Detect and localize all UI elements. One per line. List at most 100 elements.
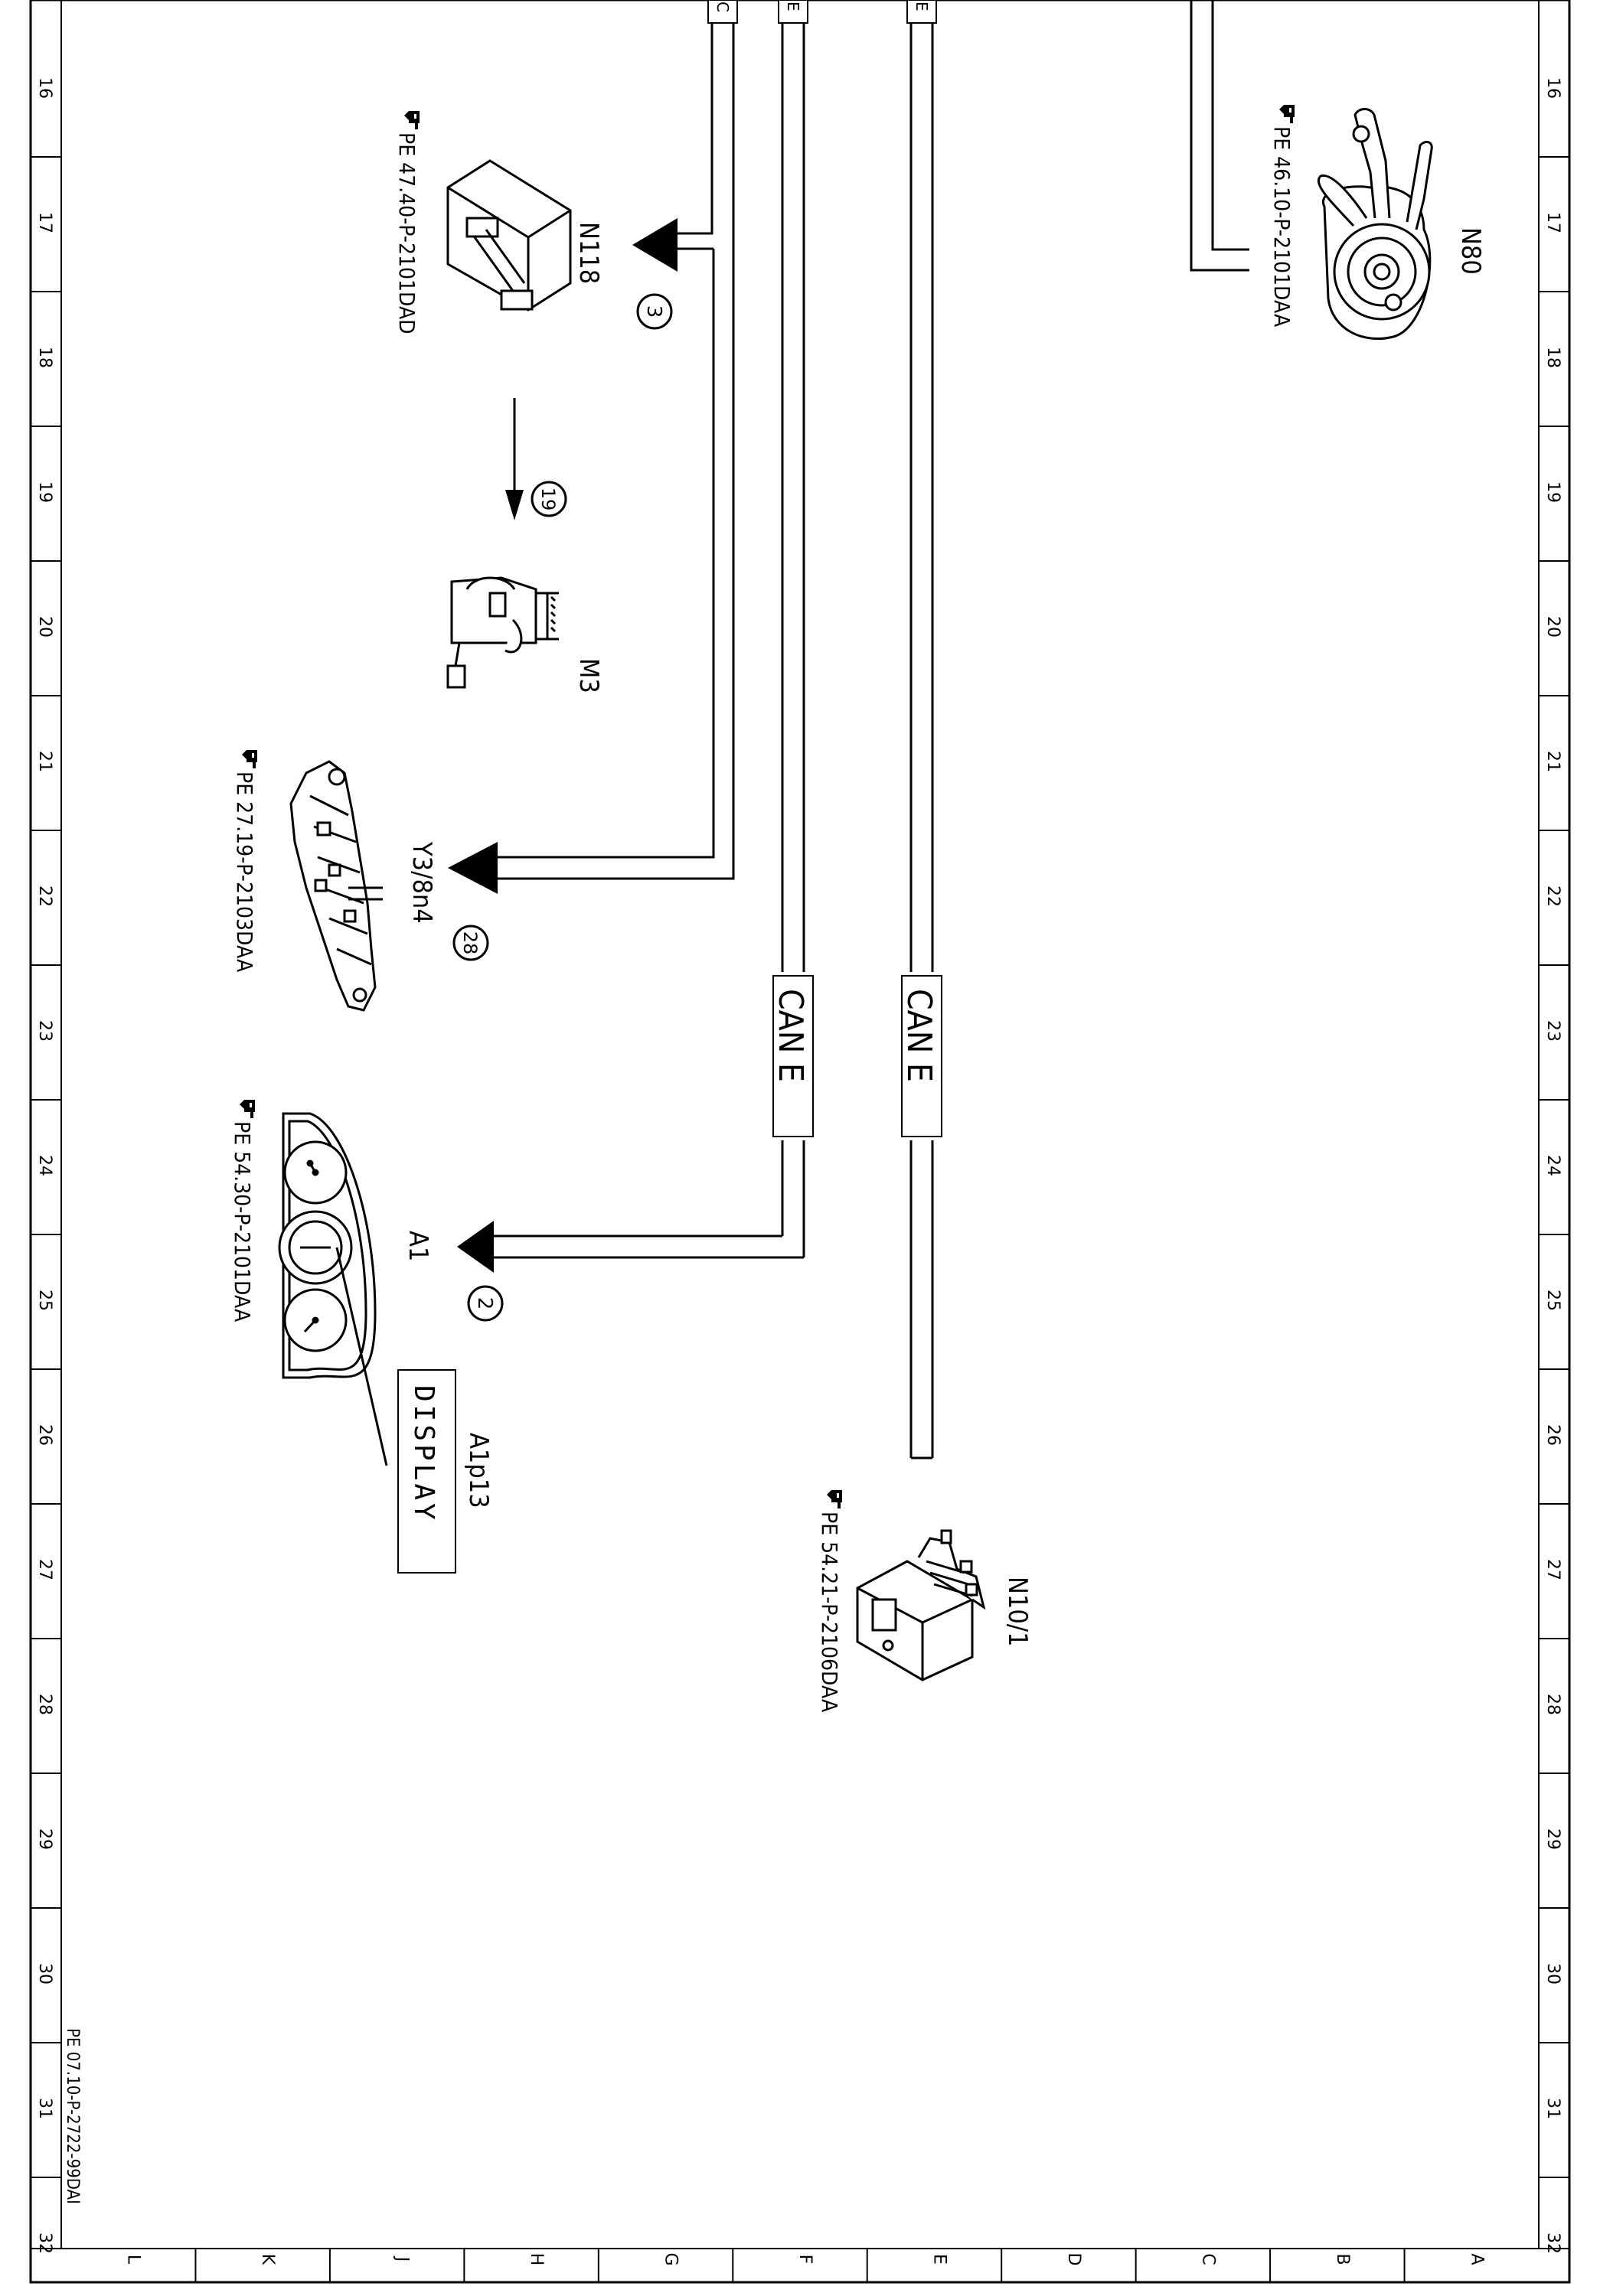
component-designation: N10/1 (1002, 1577, 1033, 1647)
svg-text:CAN E: CAN E (771, 989, 810, 1082)
arrow-n118-to-m3 (505, 398, 524, 520)
row-number: 21 (1543, 751, 1562, 772)
arrow-head-icon (457, 1221, 494, 1273)
component-ref: PE 54.30-P-2101DAA (230, 1121, 255, 1322)
component-designation: A1p13 (463, 1433, 494, 1508)
wiring (494, 0, 1249, 1459)
hand-pointer-icon (242, 750, 257, 768)
row-number: 31 (1543, 2098, 1562, 2119)
circled-number-y3-8n4: 28 (452, 925, 489, 961)
stub-label-c: C (713, 2, 732, 12)
arrow-head-icon (632, 218, 678, 272)
row-number: 17 (35, 212, 54, 233)
column-letter: G (661, 2252, 681, 2265)
stub-label-e2: E (913, 2, 931, 11)
stub-label-e1: E (784, 2, 802, 11)
component-designation: A1 (403, 1231, 433, 1261)
row-number: 32 (35, 2232, 54, 2254)
column-letter: D (1064, 2253, 1083, 2266)
row-number: 29 (35, 1828, 54, 1850)
row-number: 25 (35, 1290, 54, 1311)
valve-body-icon (289, 760, 383, 1012)
hand-pointer-icon (827, 1490, 842, 1508)
display-box (397, 1369, 456, 1574)
component-m3: M3 (446, 576, 604, 693)
column-letter: A (1467, 2253, 1486, 2265)
row-number: 30 (35, 1963, 54, 1985)
row-number: 24 (1543, 1155, 1562, 1176)
row-number: 29 (1543, 1828, 1562, 1850)
can-e-label-e: CAN E (900, 975, 942, 1137)
display-text: DISPLAY (408, 1385, 439, 1523)
row-number: 26 (1543, 1424, 1562, 1446)
row-number: 20 (35, 616, 54, 638)
row-number: 18 (35, 347, 54, 368)
row-number: 27 (1543, 1559, 1562, 1580)
hand-pointer-icon (404, 111, 420, 129)
component-a1: A1 PE 54.30-P-2101DAA (230, 1100, 433, 1466)
component-designation: N80 (1455, 227, 1486, 275)
component-ref: PE 27.19-P-2103DAA (232, 771, 257, 973)
row-number: 27 (35, 1559, 54, 1580)
row-number: 24 (35, 1155, 54, 1176)
column-letter: J (393, 2255, 412, 2262)
row-number: 28 (1543, 1694, 1562, 1715)
row-number: 26 (35, 1424, 54, 1446)
svg-text:3: 3 (642, 305, 665, 318)
row-number: 23 (35, 1020, 54, 1042)
row-number: 22 (1543, 885, 1562, 907)
column-letter: B (1333, 2253, 1352, 2265)
column-letter: F (795, 2255, 815, 2265)
row-number: 20 (1543, 616, 1562, 638)
drawing-number: PE 07.10-P-2722-99DAI (63, 2028, 82, 2204)
row-number: 19 (1543, 481, 1562, 503)
row-number: 31 (35, 2098, 54, 2119)
can-e-label-f: CAN E (771, 975, 814, 1137)
row-number: 21 (35, 751, 54, 772)
component-y3-8n4: Y3/8n4 PE 27.19-P-2103DAA (232, 750, 437, 1012)
component-n80: N80 PE 46.10-P-2101DAA (1269, 105, 1486, 341)
circled-number-a1: 2 (467, 1285, 504, 1322)
column-letter: L (124, 2255, 143, 2265)
row-number: 23 (1543, 1020, 1562, 1042)
row-number: 16 (35, 77, 54, 99)
svg-text:19: 19 (537, 488, 559, 511)
component-n10-1: N10/1 PE 54.21-P-2106DAA (817, 1490, 1033, 1713)
component-designation: N118 (573, 222, 604, 284)
column-letter: C (1198, 2253, 1217, 2265)
component-designation: M3 (573, 658, 604, 693)
row-number: 16 (1543, 77, 1562, 99)
component-ref: PE 47.40-P-2101DAD (394, 132, 420, 334)
row-number: 18 (1543, 347, 1562, 368)
component-ref: PE 46.10-P-2101DAA (1269, 126, 1295, 328)
svg-text:CAN E: CAN E (900, 989, 939, 1082)
control-module-icon (446, 159, 572, 311)
motor-icon (446, 576, 559, 689)
svg-text:28: 28 (459, 931, 481, 955)
instrument-cluster-icon (278, 1112, 388, 1466)
circled-number-m3: 19 (531, 481, 567, 517)
svg-text:2: 2 (473, 1297, 496, 1310)
column-letter: H (527, 2253, 546, 2266)
component-a1p13: DISPLAY A1p13 (397, 1369, 494, 1574)
connector-module-icon (856, 1529, 986, 1681)
component-ref: PE 54.21-P-2106DAA (817, 1512, 842, 1713)
column-letter: E (929, 2254, 949, 2265)
row-tick-marks (31, 156, 1569, 2178)
top-stub-labels: C E E (707, 0, 937, 24)
drawing-frame (29, 0, 1571, 2284)
steering-column-switch-icon (1317, 108, 1433, 341)
row-number: 25 (1543, 1290, 1562, 1311)
row-number: 22 (35, 885, 54, 907)
row-number: 19 (35, 481, 54, 503)
hand-pointer-icon (1279, 105, 1295, 123)
column-letter: K (258, 2254, 277, 2265)
row-number: 28 (35, 1694, 54, 1715)
component-n118: N118 PE 47.40-P-2101DAD (394, 111, 604, 334)
row-number: 30 (1543, 1963, 1562, 1985)
row-number: 17 (1543, 212, 1562, 233)
component-designation: Y3/8n4 (407, 841, 437, 924)
